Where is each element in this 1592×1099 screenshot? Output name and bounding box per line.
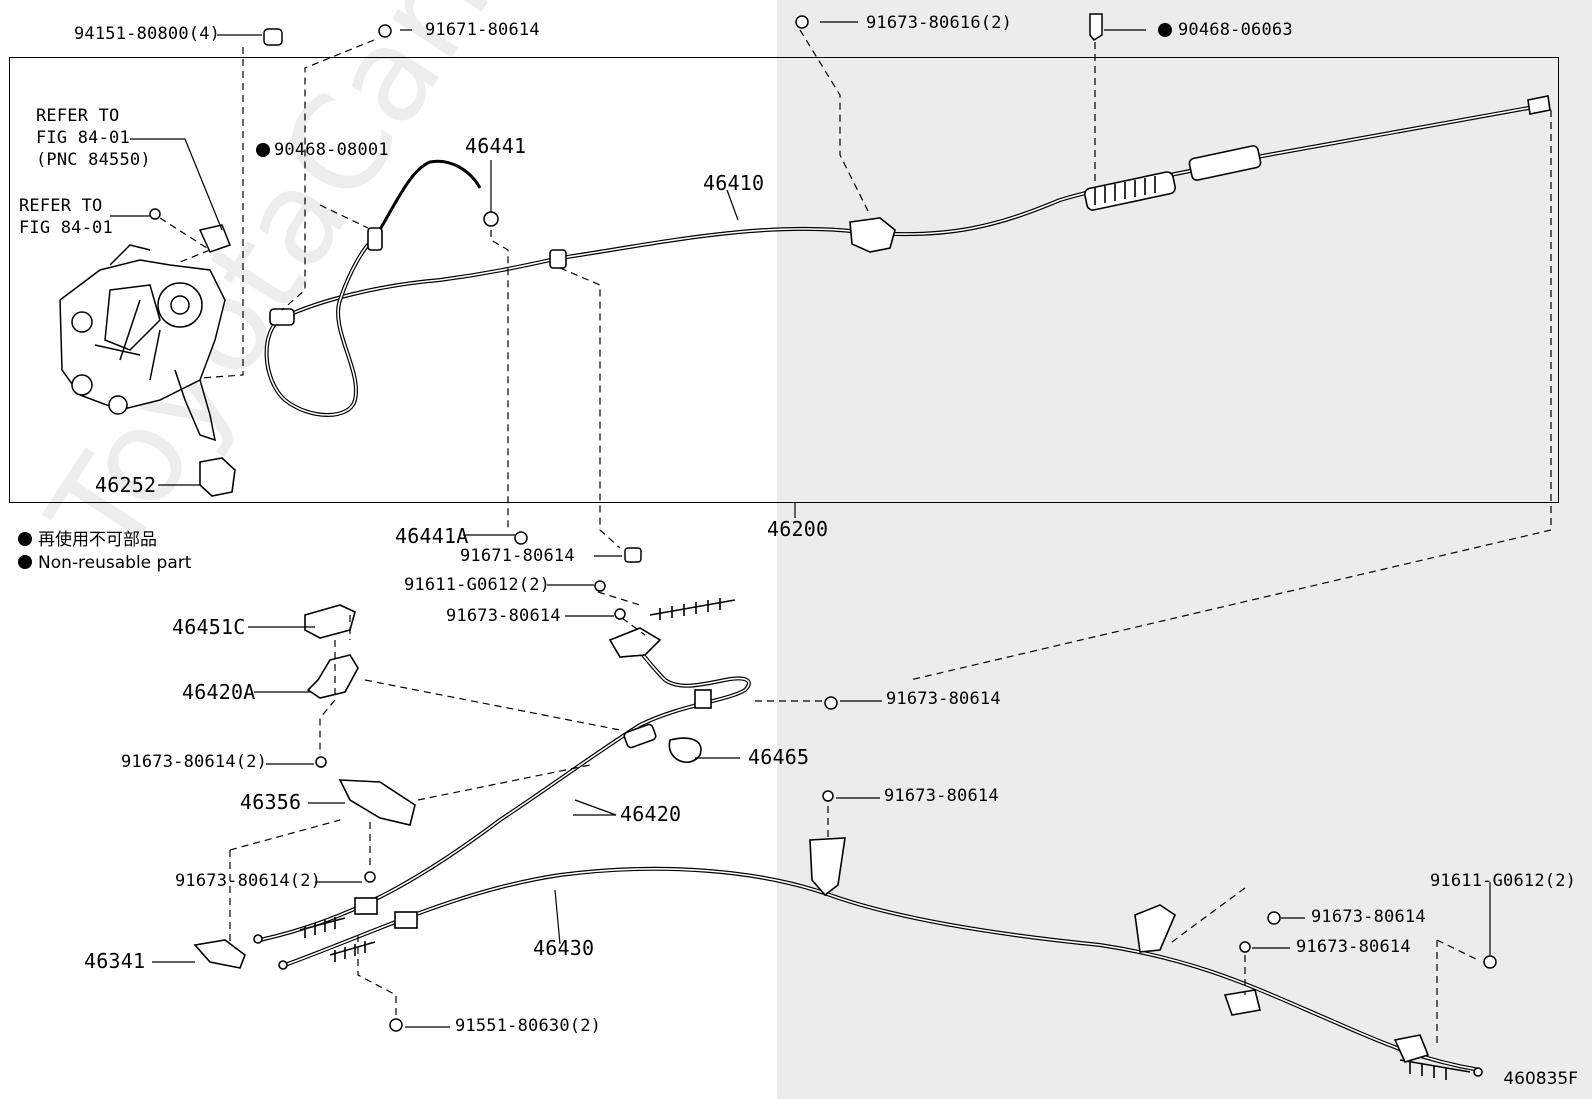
figure-code: 460835F <box>1503 1069 1578 1089</box>
grommet-46465 <box>668 737 702 764</box>
bracket-46451C <box>304 604 356 639</box>
legend-jp-text: 再使用不可部品 <box>38 530 157 550</box>
cable-loop <box>264 236 377 417</box>
label-46420: 46420 <box>620 802 682 826</box>
label-91671-80614-mid: 91671-80614 <box>460 546 575 566</box>
label-91673-80614-right2: 91673-80614 <box>884 786 999 806</box>
cable-46430 <box>284 866 1481 1072</box>
label-46252: 46252 <box>95 473 157 497</box>
pedal-assembly <box>59 224 231 442</box>
label-46341: 46341 <box>84 949 146 973</box>
label-90468-06063: 90468-06063 <box>1178 20 1293 40</box>
label-46441: 46441 <box>465 134 527 158</box>
label-refer-to-1-line3: (PNC 84550) <box>36 150 151 170</box>
label-46410: 46410 <box>703 171 765 195</box>
label-91673-80614-left3: 91673-80614(2) <box>175 871 322 891</box>
label-91551-80630: 91551-80630(2) <box>455 1016 602 1036</box>
legend-dot-icon <box>18 555 32 569</box>
label-46451C: 46451C <box>172 615 246 639</box>
legend-dot-icon <box>18 532 32 546</box>
label-refer-to-2-line2: FIG 84-01 <box>19 218 113 238</box>
label-refer-to-1-line1: REFER TO <box>36 106 120 126</box>
assembly-frame-46200 <box>9 57 1559 503</box>
label-refer-to-1-line2: FIG 84-01 <box>36 128 130 148</box>
clip-46420A <box>306 654 359 699</box>
label-91673-80614-left2: 91673-80614(2) <box>121 752 268 772</box>
label-91673-80614-right3: 91673-80614 <box>1311 907 1426 927</box>
label-91673-80614-mid: 91673-80614 <box>446 606 561 626</box>
legend-jp: 再使用不可部品 <box>18 529 157 551</box>
label-46430: 46430 <box>533 936 595 960</box>
label-46356: 46356 <box>240 790 302 814</box>
label-91673-80614-right1: 91673-80614 <box>886 689 1001 709</box>
label-46441A: 46441A <box>395 524 469 548</box>
clip-46341 <box>193 939 246 969</box>
label-91673-80614-right4: 91673-80614 <box>1296 937 1411 957</box>
label-46420A: 46420A <box>182 680 256 704</box>
bracket-46356 <box>338 779 416 826</box>
label-91611-g0612-right: 91611-G0612(2) <box>1430 871 1577 891</box>
label-91611-g0612-left: 91611-G0612(2) <box>404 575 551 595</box>
label-94151-80800: 94151-80800(4) <box>74 24 221 44</box>
legend-en-text: Non-reusable part <box>38 553 192 573</box>
label-90468-08001: 90468-08001 <box>274 140 389 160</box>
label-91671-80614-top: 91671-80614 <box>425 20 540 40</box>
label-refer-to-2-line1: REFER TO <box>19 196 103 216</box>
legend-en: Non-reusable part <box>18 552 191 574</box>
label-91673-80616: 91673-80616(2) <box>866 13 1013 33</box>
label-46465: 46465 <box>748 745 810 769</box>
label-46200: 46200 <box>767 517 829 541</box>
